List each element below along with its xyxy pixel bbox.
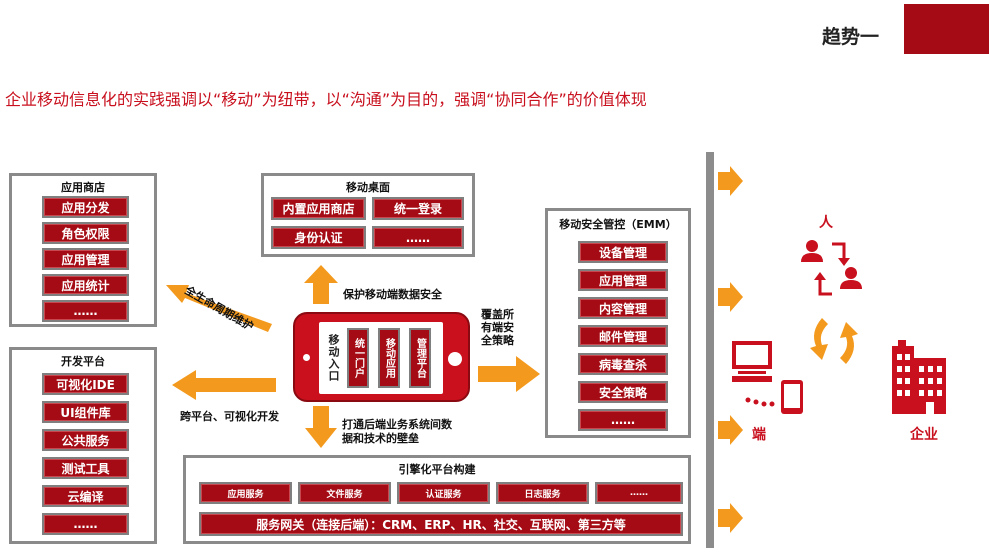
left-arrow-dev bbox=[172, 370, 276, 400]
trend-label: 趋势一 bbox=[822, 26, 880, 48]
small-arrow-2 bbox=[718, 282, 743, 312]
phone-chip-apps[interactable]: 移动应用 bbox=[378, 328, 400, 388]
mobile-desktop-item[interactable]: 身份认证 bbox=[271, 226, 366, 249]
engine-service[interactable]: 日志服务 bbox=[496, 482, 589, 504]
emm-item[interactable]: 设备管理 bbox=[578, 241, 668, 263]
device-label: 端 bbox=[752, 427, 766, 443]
cross-platform-label: 跨平台、可视化开发 bbox=[180, 410, 279, 423]
protect-label: 保护移动端数据安全 bbox=[343, 288, 442, 301]
engine-service[interactable]: 认证服务 bbox=[397, 482, 490, 504]
person-exchange-icon bbox=[801, 240, 862, 296]
emm-item[interactable]: 安全策略 bbox=[578, 381, 668, 403]
phone-home-button bbox=[448, 352, 462, 366]
mobile-desktop-title: 移动桌面 bbox=[346, 181, 390, 194]
cycle-arrows-icon bbox=[810, 318, 858, 364]
emm-item[interactable]: 内容管理 bbox=[578, 297, 668, 319]
dev-platform-panel: 开发平台 可视化IDE UI组件库 公共服务 测试工具 云编译 …… bbox=[9, 347, 157, 544]
emm-panel: 移动安全管控（EMM） 设备管理 应用管理 内容管理 邮件管理 病毒查杀 安全策… bbox=[545, 208, 691, 438]
dev-platform-item[interactable]: …… bbox=[42, 513, 129, 535]
small-arrow-4 bbox=[718, 503, 743, 533]
phone-screen: 移动入口 统一门户 移动应用 管理平台 bbox=[319, 322, 443, 394]
trend-red-block bbox=[904, 4, 989, 54]
app-store-item[interactable]: 应用分发 bbox=[42, 196, 129, 218]
app-store-item[interactable]: 角色权限 bbox=[42, 222, 129, 244]
phone-chip-portal[interactable]: 统一门户 bbox=[347, 328, 369, 388]
phone-chip-admin[interactable]: 管理平台 bbox=[409, 328, 431, 388]
down-arrow bbox=[305, 406, 337, 448]
mobile-desktop-item[interactable]: 内置应用商店 bbox=[271, 197, 366, 220]
engine-service[interactable]: …… bbox=[595, 482, 683, 504]
mobile-desktop-item[interactable]: 统一登录 bbox=[372, 197, 464, 220]
app-store-item[interactable]: 应用统计 bbox=[42, 274, 129, 296]
phone-camera bbox=[303, 354, 310, 361]
right-arrow-emm bbox=[478, 356, 540, 392]
enterprise-label: 企业 bbox=[910, 427, 938, 443]
app-store-item[interactable]: 应用管理 bbox=[42, 248, 129, 270]
dev-platform-item[interactable]: 测试工具 bbox=[42, 457, 129, 479]
emm-title: 移动安全管控（EMM） bbox=[559, 218, 677, 231]
dev-platform-item[interactable]: UI组件库 bbox=[42, 401, 129, 423]
diagonal-arrow-store bbox=[166, 285, 272, 332]
dev-platform-title: 开发平台 bbox=[61, 355, 105, 368]
vertical-divider bbox=[706, 152, 714, 548]
person-label: 人 bbox=[819, 215, 833, 231]
emm-item[interactable]: 邮件管理 bbox=[578, 325, 668, 347]
dev-platform-item[interactable]: 公共服务 bbox=[42, 429, 129, 451]
small-arrow-3 bbox=[718, 415, 743, 445]
backend-label: 打通后端业务系统间数 据和技术的壁垒 bbox=[342, 418, 452, 445]
up-arrow bbox=[304, 265, 338, 304]
engine-service[interactable]: 应用服务 bbox=[199, 482, 292, 504]
dev-platform-item[interactable]: 可视化IDE bbox=[42, 373, 129, 395]
mobile-desktop-panel: 移动桌面 内置应用商店 统一登录 身份认证 …… bbox=[261, 173, 475, 257]
emm-item[interactable]: …… bbox=[578, 409, 668, 431]
app-store-panel: 应用商店 应用分发 角色权限 应用管理 应用统计 …… bbox=[9, 173, 157, 327]
engine-gateway[interactable]: 服务网关（连接后端）：CRM、ERP、HR、社交、互联网、第三方等 bbox=[199, 512, 683, 536]
app-store-item[interactable]: …… bbox=[42, 300, 129, 322]
cover-label: 覆盖所 有端安 全策略 bbox=[481, 308, 514, 347]
dev-platform-item[interactable]: 云编译 bbox=[42, 485, 129, 507]
emm-item[interactable]: 病毒查杀 bbox=[578, 353, 668, 375]
engine-panel: 引擎化平台构建 应用服务 文件服务 认证服务 日志服务 …… 服务网关（连接后端… bbox=[183, 455, 691, 544]
phone-device: 移动入口 统一门户 移动应用 管理平台 bbox=[293, 312, 470, 402]
computer-icon bbox=[732, 341, 803, 414]
enterprise-building-icon bbox=[892, 340, 946, 414]
app-store-title: 应用商店 bbox=[61, 181, 105, 194]
phone-entry-label: 移动入口 bbox=[327, 334, 340, 382]
subtitle: 企业移动信息化的实践强调以“移动”为纽带，以“沟通”为目的，强调“协同合作”的价… bbox=[5, 90, 647, 109]
engine-service[interactable]: 文件服务 bbox=[298, 482, 391, 504]
emm-item[interactable]: 应用管理 bbox=[578, 269, 668, 291]
mobile-desktop-item[interactable]: …… bbox=[372, 226, 464, 249]
engine-title: 引擎化平台构建 bbox=[398, 463, 476, 476]
small-arrow-1 bbox=[718, 166, 743, 196]
